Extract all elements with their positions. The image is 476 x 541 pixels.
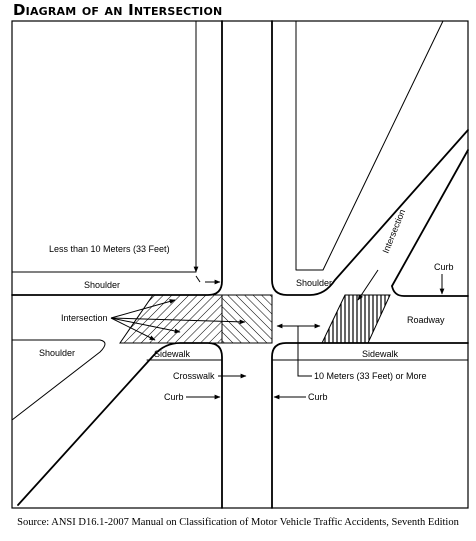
label-sidewalk-left: Sidewalk (154, 349, 191, 359)
label-crosswalk: Crosswalk (173, 371, 215, 381)
label-intersection-diagonal: Intersection (381, 208, 408, 255)
leader-lines (110, 256, 445, 400)
intersection-hatch-center (221, 294, 273, 344)
label-roadway: Roadway (407, 315, 445, 325)
curb-lower-right (271, 342, 469, 509)
leader-intersection-3 (110, 317, 246, 325)
shoulder-outline-left (11, 339, 106, 421)
label-intersection-left: Intersection (61, 313, 108, 323)
label-shoulder-upper-left: Shoulder (84, 280, 120, 290)
diagram-title: Diagram of an Intersection (13, 1, 223, 19)
label-less-than-10m: Less than 10 Meters (33 Feet) (49, 244, 170, 254)
curb-lower-left (17, 342, 223, 509)
leader-less-than-10m-dim-a (195, 275, 201, 283)
curb-right-roadway (391, 285, 469, 297)
label-curb-right: Curb (308, 392, 328, 402)
intersection-hatch-right (321, 294, 391, 344)
label-sidewalk-right: Sidewalk (362, 349, 399, 359)
label-shoulder-upper-right: Shoulder (296, 278, 332, 288)
diagram-frame (11, 20, 469, 509)
label-shoulder-left: Shoulder (39, 348, 75, 358)
intersection-hatch (119, 294, 391, 344)
label-curb-left: Curb (164, 392, 184, 402)
leader-intersection-diagonal (357, 269, 379, 301)
roadway-edge-right (391, 149, 469, 287)
curb-upper-right (271, 20, 469, 296)
shoulder-outline-upper-left (11, 20, 197, 273)
leader-intersection-1 (110, 299, 176, 319)
road-outlines (11, 20, 469, 509)
shoulder-outline-upper-right (295, 20, 444, 271)
label-curb-top-right: Curb (434, 262, 454, 272)
leader-intersection-2 (110, 317, 181, 334)
leader-intersection-4 (110, 317, 156, 341)
label-10m-or-more: 10 Meters (33 Feet) or More (314, 371, 427, 381)
leader-10m-or-more (297, 326, 312, 377)
source-caption: Source: ANSI D16.1-2007 Manual on Classi… (17, 517, 459, 528)
